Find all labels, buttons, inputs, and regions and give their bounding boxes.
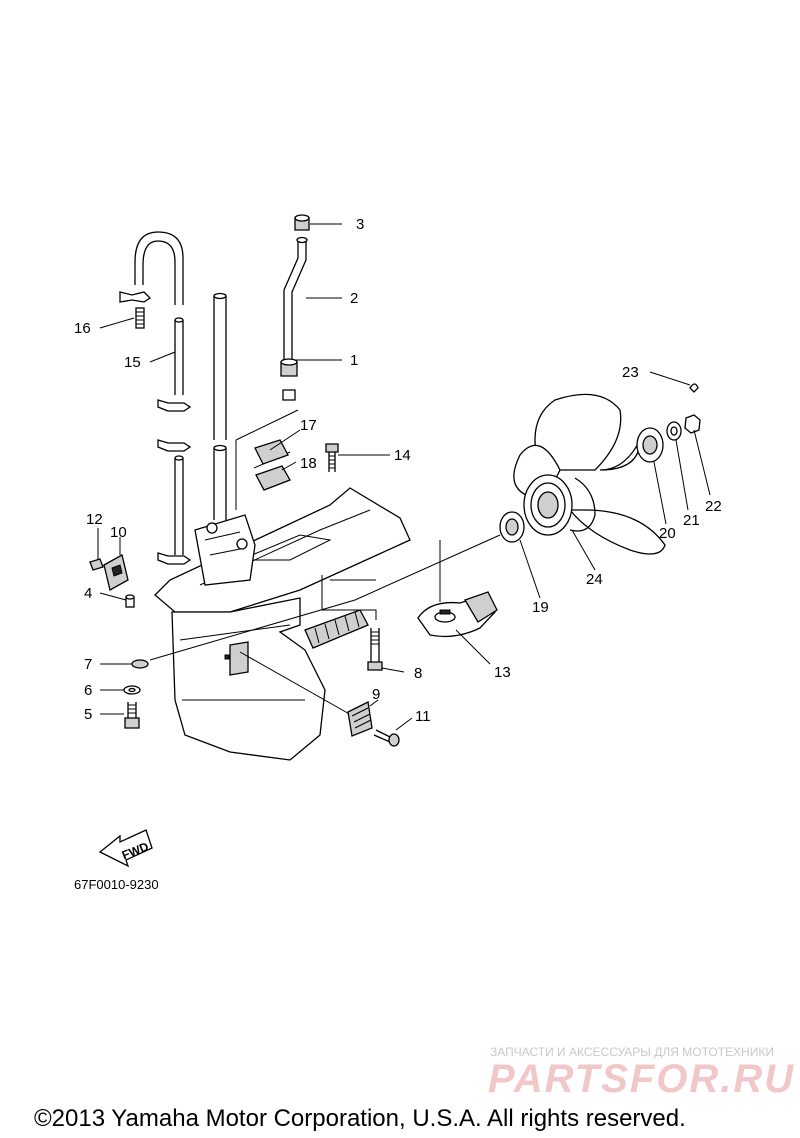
water-hose-15 bbox=[134, 231, 184, 555]
callout-1: 1 bbox=[350, 352, 358, 369]
leader-lines bbox=[97, 223, 711, 731]
propeller-24 bbox=[513, 393, 666, 555]
rubber-seal-1 bbox=[280, 358, 298, 401]
nut-12 bbox=[89, 558, 104, 571]
watermark-tagline: ЗАПЧАСТИ И АКСЕССУАРЫ ДЛЯ МОТОТЕХНИКИ bbox=[490, 1045, 774, 1059]
callout-2: 2 bbox=[350, 290, 358, 307]
assembly-guide-lines bbox=[149, 409, 501, 721]
trim-tab-13 bbox=[417, 591, 498, 638]
watermark-brand: PARTSFOR.RU bbox=[488, 1057, 795, 1101]
grommet-3 bbox=[294, 214, 310, 231]
drive-shaft bbox=[213, 292, 227, 520]
callout-8: 8 bbox=[414, 665, 422, 682]
callout-23: 23 bbox=[622, 364, 639, 381]
lower-casing bbox=[154, 487, 411, 761]
callout-4: 4 bbox=[84, 585, 92, 602]
dowel-pin-4 bbox=[125, 594, 135, 608]
water-pipe-2 bbox=[283, 236, 308, 360]
washer-7 bbox=[131, 659, 149, 669]
callout-17: 17 bbox=[300, 417, 317, 434]
spacer-17 bbox=[254, 439, 289, 465]
callout-12: 12 bbox=[86, 511, 103, 528]
watermark: ЗАПЧАСТИ И АКСЕССУАРЫ ДЛЯ МОТОТЕХНИКИ PA… bbox=[488, 1045, 795, 1101]
thrust-washer-19 bbox=[499, 511, 525, 543]
hose-clamps bbox=[119, 291, 192, 565]
anode-9 bbox=[347, 701, 373, 737]
washer-6 bbox=[123, 685, 141, 695]
callout-3: 3 bbox=[356, 216, 364, 233]
spacer-18 bbox=[255, 465, 291, 491]
callout-22: 22 bbox=[705, 498, 722, 515]
grommet-16 bbox=[135, 307, 145, 329]
callout-14: 14 bbox=[394, 447, 411, 464]
fwd-arrow-icon: FWD bbox=[98, 829, 153, 868]
callout-19: 19 bbox=[532, 599, 549, 616]
cotter-pin-23 bbox=[689, 383, 699, 393]
spacer-20 bbox=[636, 427, 664, 463]
callout-labels: 1 2 3 4 5 6 7 8 9 10 11 12 13 14 15 16 1… bbox=[74, 216, 722, 725]
callout-6: 6 bbox=[84, 682, 92, 699]
callout-21: 21 bbox=[683, 512, 700, 529]
callout-15: 15 bbox=[124, 354, 141, 371]
bolt-14 bbox=[325, 443, 339, 472]
callout-18: 18 bbox=[300, 455, 317, 472]
bolt-8 bbox=[367, 628, 383, 671]
diagram-code: 67F0010-9230 bbox=[74, 877, 159, 892]
callout-7: 7 bbox=[84, 656, 92, 673]
callout-5: 5 bbox=[84, 706, 92, 723]
screw-11 bbox=[373, 729, 400, 747]
callout-24: 24 bbox=[586, 571, 603, 588]
callout-11: 11 bbox=[415, 708, 431, 725]
callout-10: 10 bbox=[110, 524, 127, 541]
callout-20: 20 bbox=[659, 525, 676, 542]
copyright-notice: ©2013 Yamaha Motor Corporation, U.S.A. A… bbox=[34, 1105, 686, 1132]
nut-22 bbox=[684, 414, 701, 434]
callout-9: 9 bbox=[372, 686, 380, 703]
anode-10 bbox=[103, 554, 129, 591]
callout-16: 16 bbox=[74, 320, 91, 337]
washer-21 bbox=[666, 421, 682, 441]
bolt-5 bbox=[124, 702, 140, 729]
callout-13: 13 bbox=[494, 664, 511, 681]
